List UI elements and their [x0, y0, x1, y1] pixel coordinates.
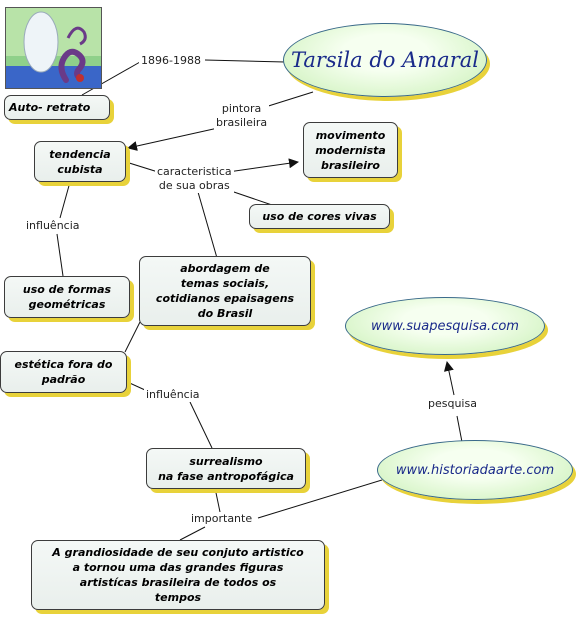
- link-node-historiadaarte[interactable]: www.historiadaarte.com: [377, 440, 573, 500]
- node-grandiosidade: A grandiosidade de seu conjuto artistico…: [31, 540, 325, 610]
- node-tendencia-text: tendencia cubista: [49, 147, 111, 176]
- node-movimento-text: movimento modernista brasileiro: [315, 128, 386, 172]
- label-caracteristica: caracteristica de sua obras: [155, 165, 234, 193]
- node-cores-text: uso de cores vivas: [262, 210, 377, 223]
- node-tendencia-cubista: tendencia cubista: [34, 141, 126, 182]
- node-abordagem-text: abordagem de temas sociais, cotidianos e…: [155, 262, 295, 320]
- node-surrealismo-text: surrealismo na fase antropofágica: [158, 454, 294, 483]
- label-influencia-2: influência: [144, 388, 202, 402]
- label-importante: importante: [189, 512, 255, 526]
- node-movimento-modernista: movimento modernista brasileiro: [303, 122, 398, 178]
- node-auto-retrato-text: Auto- retrato: [9, 101, 91, 114]
- title-text: Tarsila do Amaral: [291, 48, 479, 72]
- label-years: 1896-1988: [139, 54, 203, 68]
- node-uso-de-cores: uso de cores vivas: [249, 204, 390, 229]
- link-text-suapesquisa: www.suapesquisa.com: [371, 318, 519, 334]
- node-formas-text: uso de formas geométricas: [22, 283, 112, 311]
- node-uso-de-formas: uso de formas geométricas: [4, 276, 130, 318]
- self-portrait-painting: [5, 7, 102, 89]
- title-node: Tarsila do Amaral: [283, 23, 487, 97]
- node-estetica-text: estética fora do padrão: [14, 358, 113, 386]
- label-pintora-brasileira: pintora brasileira: [214, 102, 270, 130]
- link-node-suapesquisa[interactable]: www.suapesquisa.com: [345, 297, 545, 355]
- label-influencia-1: influência: [24, 219, 82, 233]
- node-grandiosidade-text: A grandiosidade de seu conjuto artistico…: [52, 546, 304, 604]
- label-pesquisa: pesquisa: [426, 397, 479, 411]
- node-surrealismo: surrealismo na fase antropofágica: [146, 448, 306, 489]
- node-abordagem: abordagem de temas sociais, cotidianos e…: [139, 256, 311, 326]
- link-text-historiadaarte: www.historiadaarte.com: [395, 462, 555, 478]
- node-auto-retrato: Auto- retrato: [4, 95, 110, 120]
- node-estetica: estética fora do padrão: [0, 351, 127, 393]
